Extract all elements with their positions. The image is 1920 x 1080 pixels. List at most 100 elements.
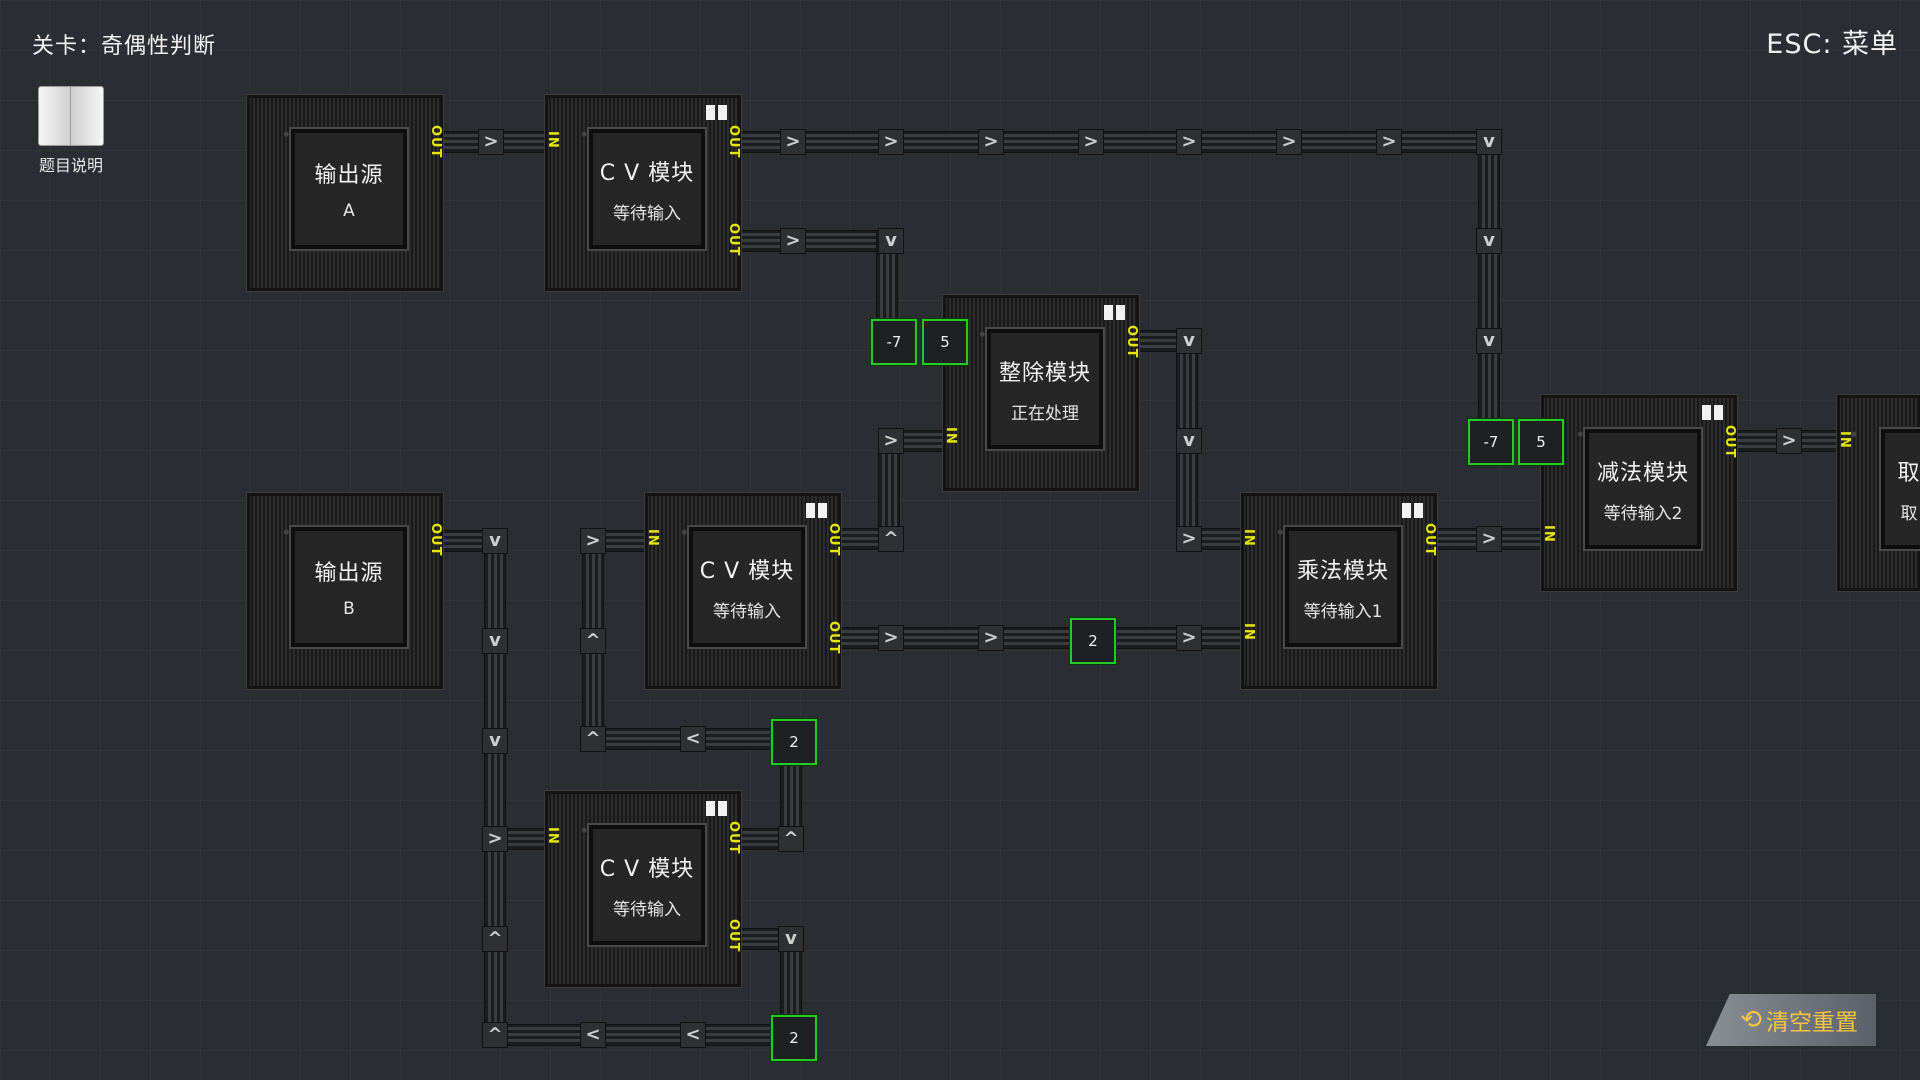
arrow-down-icon: v <box>1176 428 1202 454</box>
arrow-right-icon: > <box>1176 526 1202 552</box>
cv-module-2[interactable]: C V 模块 等待输入 IN OUT OUT <box>644 492 842 690</box>
module-status: 等待输入 <box>613 899 681 920</box>
arrow-right-icon: > <box>1176 625 1202 651</box>
arrow-right-icon: > <box>1476 526 1502 552</box>
arrow-right-icon: > <box>1376 129 1402 155</box>
output-port[interactable]: OUT <box>428 125 443 159</box>
output-port-1[interactable]: OUT <box>726 821 741 855</box>
module-name: 乘法模块 <box>1296 558 1389 584</box>
arrow-right-icon: > <box>878 625 904 651</box>
module-sub: B <box>343 599 355 619</box>
input-port[interactable]: IN <box>545 131 560 149</box>
module-status: 正在处理 <box>1011 403 1079 424</box>
arrow-down-icon: v <box>1476 129 1502 155</box>
input-port[interactable]: IN <box>1541 525 1556 543</box>
input-port-1[interactable]: IN <box>1241 529 1256 547</box>
module-chip: C V 模块 等待输入 <box>589 129 705 249</box>
output-port-2[interactable]: OUT <box>726 919 741 953</box>
input-port[interactable]: IN <box>545 827 560 845</box>
module-name: 整除模块 <box>998 360 1091 386</box>
reset-button[interactable]: ⟲ 清空重置 <box>1706 994 1876 1046</box>
module-name: C V 模块 <box>599 856 695 882</box>
input-port-2[interactable]: IN <box>1241 623 1256 641</box>
module-status: 等待输入 <box>713 601 781 622</box>
module-indicator <box>1702 405 1723 420</box>
belt-right-down[interactable] <box>1478 131 1500 441</box>
output-port-1[interactable]: OUT <box>826 523 841 557</box>
esc-menu-hint[interactable]: ESC: 菜单 <box>1766 29 1898 60</box>
value-token: -7 <box>871 319 917 365</box>
module-indicator <box>706 801 727 816</box>
value-token: -7 <box>1468 419 1514 465</box>
belt-bottom-loop[interactable] <box>484 1024 796 1046</box>
cv-module-1[interactable]: C V 模块 等待输入 IN OUT OUT <box>544 94 742 292</box>
value-token: 2 <box>771 719 817 765</box>
value-token: 5 <box>922 319 968 365</box>
belt-cv1-div[interactable] <box>740 230 892 252</box>
module-status: 等待输入 <box>613 203 681 224</box>
arrow-down-icon: v <box>1476 328 1502 354</box>
source-module-a[interactable]: 输出源 A OUT <box>246 94 444 292</box>
manual-label: 题目说明 <box>38 156 103 175</box>
arrow-down-icon: v <box>482 728 508 754</box>
arrow-right-icon: > <box>878 129 904 155</box>
arrow-right-icon: > <box>1078 129 1104 155</box>
arrow-right-icon: > <box>780 129 806 155</box>
arrow-down-icon: v <box>482 628 508 654</box>
arrow-up-icon: ^ <box>482 926 508 952</box>
cv-module-3[interactable]: C V 模块 等待输入 IN OUT OUT <box>544 790 742 988</box>
output-port[interactable]: OUT <box>428 523 443 557</box>
arrow-up-icon: ^ <box>580 726 606 752</box>
output-port-1[interactable]: OUT <box>726 125 741 159</box>
module-indicator <box>1104 305 1125 320</box>
module-chip: 整除模块 正在处理 <box>987 329 1103 449</box>
module-indicator <box>706 105 727 120</box>
module-chip: 输出源 A <box>291 129 407 249</box>
book-icon <box>36 86 106 146</box>
output-port-2[interactable]: OUT <box>726 223 741 257</box>
module-chip: C V 模块 等待输入 <box>689 527 805 647</box>
arrow-right-icon: > <box>1276 129 1302 155</box>
sub-module[interactable]: 减法模块 等待输入2 IN OUT <box>1540 394 1738 592</box>
belt-b-down[interactable] <box>484 530 506 1040</box>
module-chip: 输出源 B <box>291 527 407 647</box>
arrow-up-icon: ^ <box>482 1022 508 1048</box>
arrow-up-icon: ^ <box>878 526 904 552</box>
module-name: 输出源 <box>314 163 384 188</box>
module-sub: A <box>343 201 355 221</box>
output-port[interactable]: OUT <box>1124 325 1139 359</box>
mod-module[interactable]: 取 取 IN <box>1836 394 1920 592</box>
module-name: 取 <box>1897 460 1920 486</box>
arrow-right-icon: > <box>580 528 606 554</box>
output-port[interactable]: OUT <box>1422 523 1437 557</box>
level-title: 关卡：奇偶性判断 <box>32 34 217 59</box>
div-module[interactable]: 整除模块 正在处理 IN OUT <box>942 294 1140 492</box>
arrow-left-icon: < <box>580 1022 606 1048</box>
module-name: C V 模块 <box>699 558 795 584</box>
module-name: 输出源 <box>314 561 384 586</box>
arrow-left-icon: < <box>680 726 706 752</box>
module-name: 减法模块 <box>1596 460 1689 486</box>
arrow-right-icon: > <box>978 129 1004 155</box>
arrow-right-icon: > <box>1776 428 1802 454</box>
reset-label: 清空重置 <box>1766 1010 1858 1036</box>
mul-module[interactable]: 乘法模块 等待输入1 IN IN OUT <box>1240 492 1438 690</box>
output-port[interactable]: OUT <box>1722 425 1737 459</box>
module-name: C V 模块 <box>599 160 695 186</box>
arrow-down-icon: v <box>778 926 804 952</box>
output-port-2[interactable]: OUT <box>826 621 841 655</box>
module-chip: C V 模块 等待输入 <box>589 825 705 945</box>
value-token: 2 <box>1070 618 1116 664</box>
input-port[interactable]: IN <box>943 427 958 445</box>
manual-button[interactable]: 题目说明 <box>32 86 110 176</box>
arrow-right-icon: > <box>1176 129 1202 155</box>
value-token: 5 <box>1518 419 1564 465</box>
module-status: 等待输入2 <box>1603 503 1683 524</box>
input-port[interactable]: IN <box>1837 431 1852 449</box>
arrow-right-icon: > <box>482 826 508 852</box>
arrow-left-icon: < <box>680 1022 706 1048</box>
module-status: 取 <box>1900 503 1918 524</box>
input-port[interactable]: IN <box>645 529 660 547</box>
arrow-down-icon: v <box>878 228 904 254</box>
source-module-b[interactable]: 输出源 B OUT <box>246 492 444 690</box>
